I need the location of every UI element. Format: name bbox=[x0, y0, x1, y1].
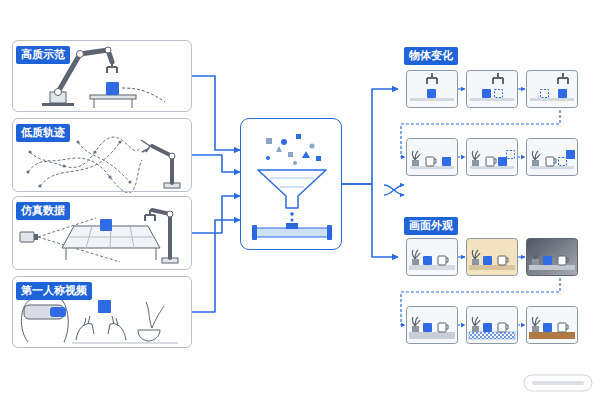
source-card: 高质示范 bbox=[12, 40, 192, 112]
tag-label: 第一人称视频 bbox=[16, 282, 92, 300]
tag-label: 画面外观 bbox=[404, 217, 458, 235]
flow-arrow bbox=[192, 220, 240, 312]
output-group: 物体变化 bbox=[398, 40, 582, 182]
flow-arrow bbox=[192, 76, 240, 150]
flow-arrow bbox=[342, 89, 398, 184]
source-card: 仿真数据 bbox=[12, 196, 192, 270]
flow-arrow bbox=[342, 184, 398, 257]
funnel-box bbox=[240, 118, 342, 250]
output-group: 画面外观 bbox=[398, 210, 582, 350]
tag-label: 高质示范 bbox=[16, 46, 70, 64]
tag-label: 仿真数据 bbox=[16, 202, 70, 220]
flow-arrow bbox=[192, 196, 240, 233]
tag-label: 物体变化 bbox=[404, 47, 458, 65]
tag-label: 低质轨迹 bbox=[16, 124, 70, 142]
source-card: 第一人称视频 bbox=[12, 276, 192, 348]
flow-arrow bbox=[192, 155, 240, 172]
source-card: 低质轨迹 bbox=[12, 118, 192, 192]
